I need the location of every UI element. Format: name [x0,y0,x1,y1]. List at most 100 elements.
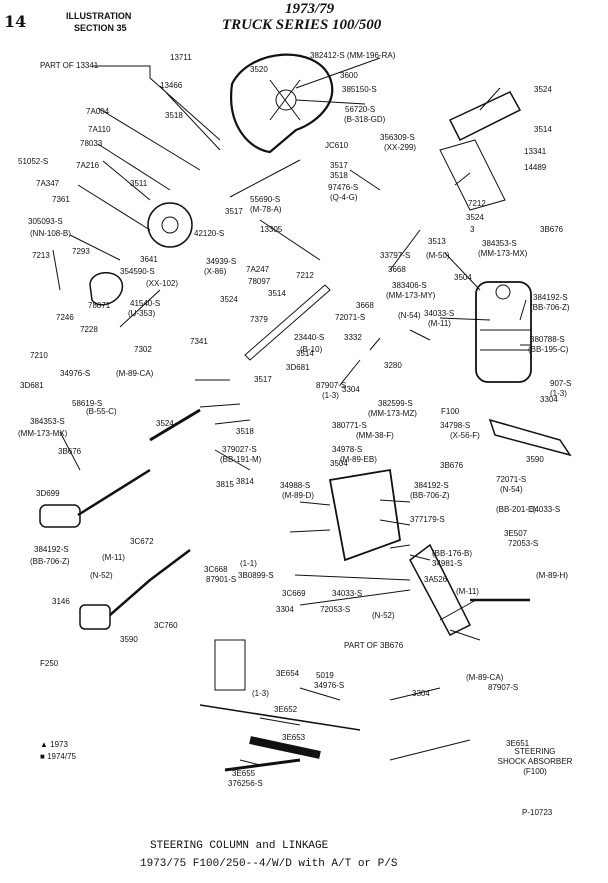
callout-label: 3514 [534,125,552,134]
callout-label: 3520 [250,65,268,74]
callout-label: 3524 [156,419,174,428]
callout-label: 384192-S [34,545,69,554]
callout-label: 34976-S [314,681,344,690]
callout-label: 87907-S [488,683,518,692]
callout-label: 34033-S [530,505,560,514]
callout-label: 3C672 [130,537,154,546]
callout-label: (N-52) [372,611,395,620]
legend-1974-75-label: 1974/75 [47,752,76,761]
callout-label: 380788-S [530,335,565,344]
callout-label: (MM-173-MY) [386,291,436,300]
callout-label: 72071-S [496,475,526,484]
shock-label-line1: STEERING [514,747,556,756]
callout-label: 3504 [330,459,348,468]
callout-label: (N-54) [500,485,523,494]
callout-label: 34981-S [432,559,462,568]
callout-label: 7212 [296,271,314,280]
callout-label: 72053-S [320,605,350,614]
callout-label: 7361 [52,195,70,204]
callout-label: 55690-S [250,195,280,204]
callout-label: (M-89-CA) [466,673,504,682]
callout-label: 3E652 [274,705,298,714]
callout-label: 3B676 [58,447,82,456]
callout-label: 13466 [160,81,183,90]
callout-label: 23440-S [294,333,324,342]
callout-label: 34033-S [424,309,454,318]
callout-label: (BB-195-C) [528,345,569,354]
callout-label: 3E651 [506,739,530,748]
callout-label: 377179-S [410,515,445,524]
callout-label: (1-3) [550,389,567,398]
callout-label: 7A004 [86,107,110,116]
callout-label: 3332 [344,333,362,342]
callout-label: 97476-S [328,183,358,192]
callout-label: 7379 [250,315,268,324]
callout-label: 41540-S [130,299,160,308]
callout-labels: PART OF 13341 13711 13466 3520 382412-S … [18,51,571,788]
callout-label: 3280 [384,361,402,370]
callout-label: 3517 [225,207,243,216]
callout-label: (N-52) [90,571,113,580]
callout-label: 7228 [80,325,98,334]
callout-label: 3E654 [276,669,300,678]
callout-label: 380771-S [332,421,367,430]
callout-label: 34976-S [60,369,90,378]
callout-label: 383406-S [392,281,427,290]
callout-label: 7A216 [76,161,100,170]
callout-label: 3524 [534,85,552,94]
callout-label: 3513 [428,237,446,246]
callout-label: 3E653 [282,733,306,742]
callout-label: 56720-S [345,105,375,114]
callout-label: 34988-S [280,481,310,490]
callout-label: 3517 [330,161,348,170]
callout-label: 384192-S [414,481,449,490]
callout-label: 3590 [526,455,544,464]
callout-label: 3511 [130,179,148,188]
callout-label: (1-3) [252,689,269,698]
callout-label: 3518 [236,427,254,436]
callout-label: (M-78-A) [250,205,282,214]
callout-label: 3C668 [204,565,228,574]
figure-number: P-10723 [522,808,553,817]
shock-label-line2: SHOCK ABSORBER [497,757,573,766]
callout-label: (N-54) [398,311,421,320]
callout-label: 3814 [236,477,254,486]
callout-label: F250 [40,659,59,668]
shock-absorber-label: STEERING SHOCK ABSORBER (F100) [490,748,580,776]
callout-label: (Q-4-G) [330,193,358,202]
callout-label: 384353-S [482,239,517,248]
callout-label: 3641 [140,255,158,264]
callout-label: 78033 [80,139,103,148]
callout-label: 3146 [52,597,70,606]
callout-label: 7302 [134,345,152,354]
callout-label: 13341 [524,147,547,156]
callout-label: 3A526 [424,575,448,584]
callout-label: (BB-176-B) [432,549,472,558]
callout-label: 7213 [32,251,50,260]
callout-label: 3D699 [36,489,60,498]
callout-label: 3517 [254,375,272,384]
callout-label: 3304 [412,689,430,698]
callout-label: (M-89-EB) [340,455,377,464]
callout-label: 356309-S [380,133,415,142]
callout-label: 907-S [550,379,571,388]
callout-label: (B-55-C) [86,407,117,416]
callout-label: 13711 [170,53,192,62]
callout-label: 7293 [72,247,90,256]
callout-label: 72053-S [508,539,538,548]
steering-wheel-drawing [230,53,334,154]
shock-label-line3: (F100) [523,767,547,776]
callout-label: 5019 [316,671,334,680]
callout-label: 7210 [30,351,48,360]
callout-label: 3514 [296,349,314,358]
callout-label: 3B676 [540,225,564,234]
callout-label: (BB-706-Z) [30,557,70,566]
callout-label: 3815 [216,480,234,489]
callout-label: (M-89-H) [536,571,568,580]
callout-label: 34033-S [332,589,362,598]
callout-label: 42120-S [194,229,224,238]
callout-label: 3D681 [286,363,310,372]
illustration-label: ILLUSTRATION [66,11,132,21]
callout-label: 3304 [276,605,294,614]
